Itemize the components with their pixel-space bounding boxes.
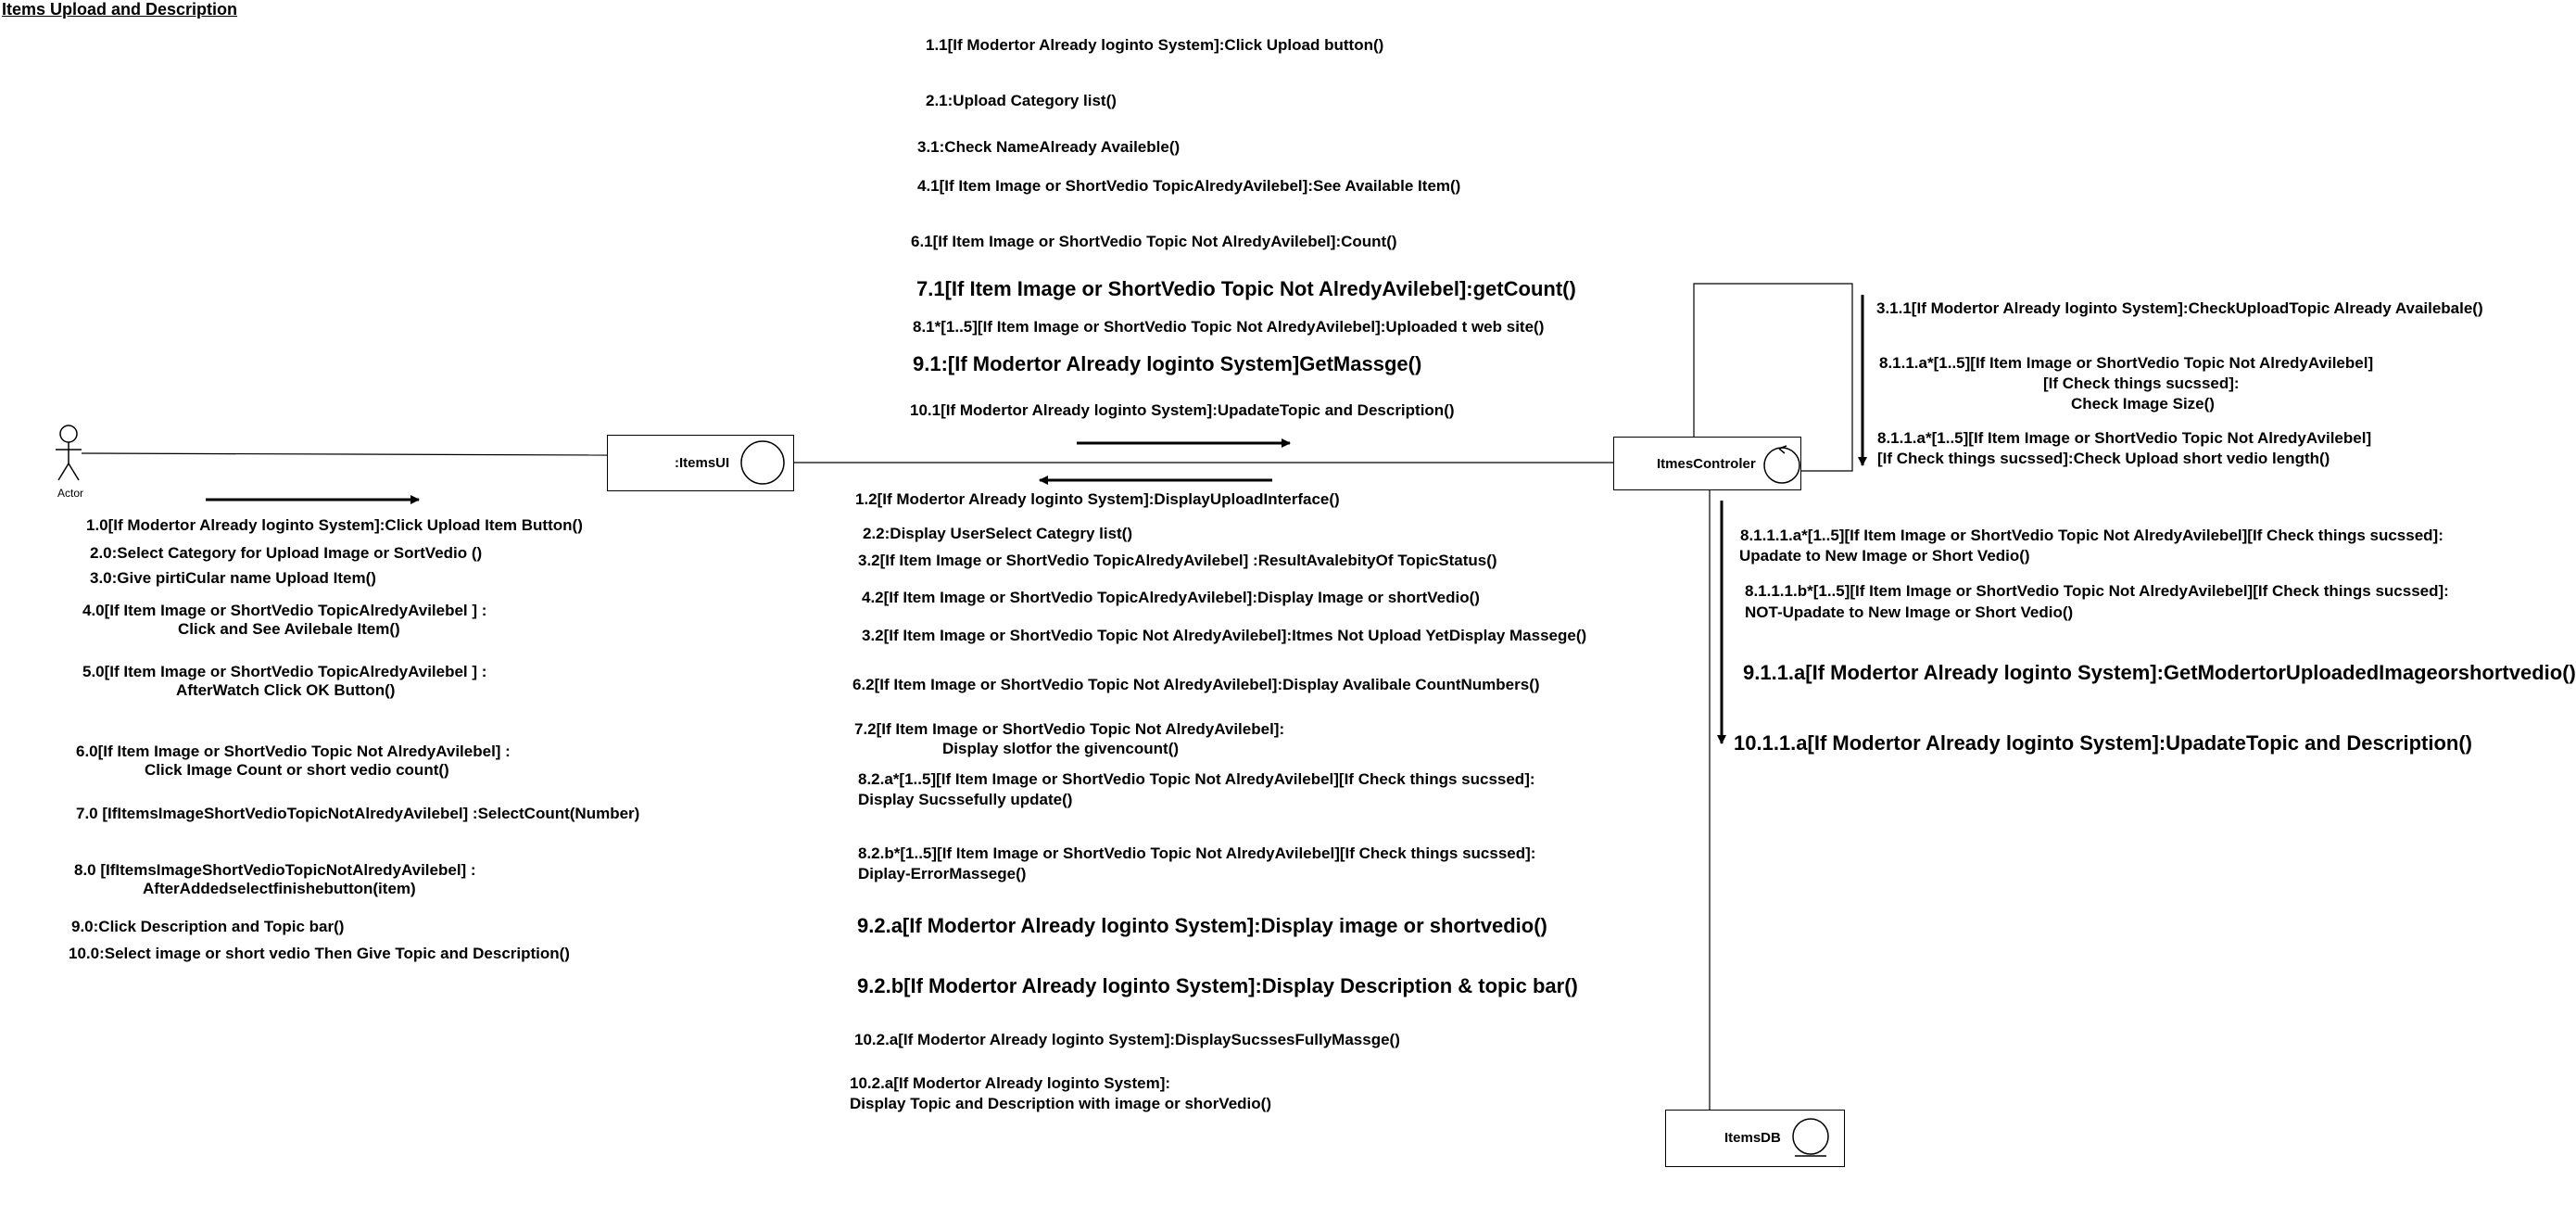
message-label: 9.2.b[If Modertor Already loginto System… [857, 974, 1578, 997]
message-label: 10.0:Select image or short vedio Then Gi… [69, 945, 570, 962]
message-label: 9.1.1.a[If Modertor Already loginto Syst… [1743, 661, 2576, 684]
message-label: 9.0:Click Description and Topic bar() [71, 918, 345, 935]
message-label: 7.0 [IfItemsImageShortVedioTopicNotAlred… [76, 805, 640, 822]
boundary-icon [740, 440, 785, 485]
message-label: 3.2[If Item Image or ShortVedio TopicAlr… [858, 552, 1497, 569]
message-label: 2.0:Select Category for Upload Image or … [90, 544, 483, 562]
items-db-box[interactable]: ItemsDB [1665, 1110, 1845, 1167]
items-ui-box[interactable]: :ItemsUI [607, 435, 794, 491]
message-label: 4.2[If Item Image or ShortVedio TopicAlr… [862, 589, 1480, 606]
message-label: 3.0:Give pirtiCular name Upload Item() [90, 569, 376, 587]
message-label: 10.1[If Modertor Already loginto System]… [910, 401, 1455, 419]
message-label: 1.1[If Modertor Already loginto System]:… [926, 36, 1384, 54]
diagram-title: Items Upload and Description [2, 0, 238, 19]
message-label: 2.1:Upload Category list() [926, 92, 1117, 109]
message-label: Display Topic and Description with image… [850, 1095, 1271, 1112]
items-ui-label: :ItemsUI [675, 455, 730, 471]
message-label: 8.1.1.a*[1..5][If Item Image or ShortVed… [1879, 354, 2374, 372]
message-label: 7.2[If Item Image or ShortVedio Topic No… [854, 720, 1285, 738]
message-label: Display Sucssefully update() [858, 791, 1073, 808]
message-label: Click and See Avilebale Item() [178, 620, 400, 638]
message-label: 5.0[If Item Image or ShortVedio TopicAlr… [82, 663, 487, 680]
message-label: 2.2:Display UserSelect Categry list() [863, 525, 1133, 542]
message-label: Check Image Size() [2071, 395, 2215, 413]
message-label: 10.2.a[If Modertor Already loginto Syste… [854, 1031, 1400, 1048]
message-label: 4.1[If Item Image or ShortVedio TopicAlr… [917, 177, 1461, 195]
message-label: AfterWatch Click OK Button() [176, 681, 396, 699]
actor-label: Actor [57, 487, 84, 500]
items-controller-label: ItmesControler [1657, 456, 1756, 472]
message-label: 8.2.a*[1..5][If Item Image or ShortVedio… [858, 770, 1535, 788]
items-controller-box[interactable]: ItmesControler [1613, 437, 1801, 490]
message-label: 10.1.1.a[If Modertor Already loginto Sys… [1734, 731, 2473, 755]
control-icon [1763, 445, 1800, 484]
items-db-label: ItemsDB [1724, 1130, 1781, 1146]
message-label: 10.2.a[If Modertor Already loginto Syste… [850, 1074, 1171, 1092]
message-label: 3.2[If Item Image or ShortVedio Topic No… [862, 627, 1587, 644]
controller-self-loop [1693, 283, 1853, 472]
message-label: Upadate to New Image or Short Vedio() [1739, 547, 2030, 565]
entity-icon [1792, 1118, 1829, 1157]
message-label: 8.0 [IfItemsImageShortVedioTopicNotAlred… [74, 861, 476, 879]
message-label: [If Check things sucssed]:Check Upload s… [1877, 450, 2330, 467]
message-label: Click Image Count or short vedio count() [145, 761, 449, 779]
message-label: AfterAddedselectfinishebutton(item) [143, 880, 416, 897]
message-label: [If Check things sucssed]: [2043, 374, 2240, 392]
actor-figure [56, 425, 82, 481]
message-label: NOT-Upadate to New Image or Short Vedio(… [1745, 603, 2074, 621]
message-label: 8.1*[1..5][If Item Image or ShortVedio T… [913, 318, 1545, 336]
message-label: 4.0[If Item Image or ShortVedio TopicAlr… [82, 602, 487, 619]
link-actor-ui [81, 452, 608, 456]
message-label: 3.1:Check NameAlready Availeble() [917, 138, 1181, 156]
message-label: 9.2.a[If Modertor Already loginto System… [857, 914, 1547, 937]
message-label: 7.1[If Item Image or ShortVedio Topic No… [916, 277, 1576, 300]
message-label: 9.1:[If Modertor Already loginto System]… [913, 352, 1422, 375]
message-label: 3.1.1[If Modertor Already loginto System… [1876, 299, 2483, 317]
message-label: Display slotfor the givencount() [942, 740, 1180, 757]
message-label: 8.1.1.a*[1..5][If Item Image or ShortVed… [1877, 429, 2372, 447]
message-label: 8.1.1.1.a*[1..5][If Item Image or ShortV… [1740, 527, 2443, 544]
message-label: 8.1.1.1.b*[1..5][If Item Image or ShortV… [1745, 582, 2449, 600]
message-label: 8.2.b*[1..5][If Item Image or ShortVedio… [858, 844, 1536, 862]
message-label: Diplay-ErrorMassege() [858, 865, 1027, 882]
message-label: 6.1[If Item Image or ShortVedio Topic No… [911, 233, 1397, 250]
message-label: 1.2[If Modertor Already loginto System]:… [855, 490, 1340, 508]
message-label: 6.0[If Item Image or ShortVedio Topic No… [76, 743, 511, 760]
message-label: 1.0[If Modertor Already loginto System]:… [86, 516, 583, 534]
message-label: 6.2[If Item Image or ShortVedio Topic No… [852, 676, 1540, 693]
